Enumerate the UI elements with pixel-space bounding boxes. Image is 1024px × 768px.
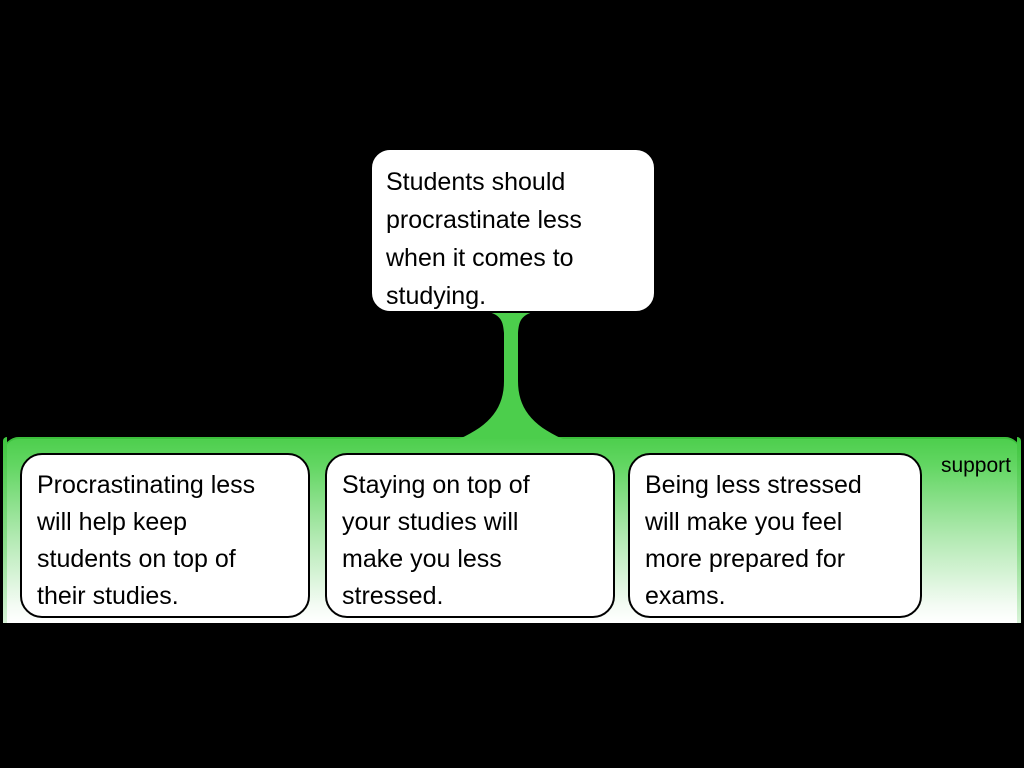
premise-box-3[interactable]: Being less stressed will make you feel m…	[628, 453, 922, 618]
premise-text-1: Procrastinating less will help keep stud…	[37, 471, 256, 610]
premise-box-1[interactable]: Procrastinating less will help keep stud…	[20, 453, 310, 618]
premise-box-2[interactable]: Staying on top of your studies will make…	[325, 453, 615, 618]
support-group-bar[interactable]: support Procrastinating less will help k…	[3, 437, 1021, 623]
support-connector	[459, 311, 563, 439]
premise-text-3: Being less stressed will make you feel m…	[645, 471, 862, 610]
claim-text: Students should procrastinate less when …	[386, 168, 582, 310]
claim-box[interactable]: Students should procrastinate less when …	[370, 148, 656, 313]
premise-text-2: Staying on top of your studies will make…	[342, 471, 530, 610]
support-label: support	[940, 454, 1011, 477]
